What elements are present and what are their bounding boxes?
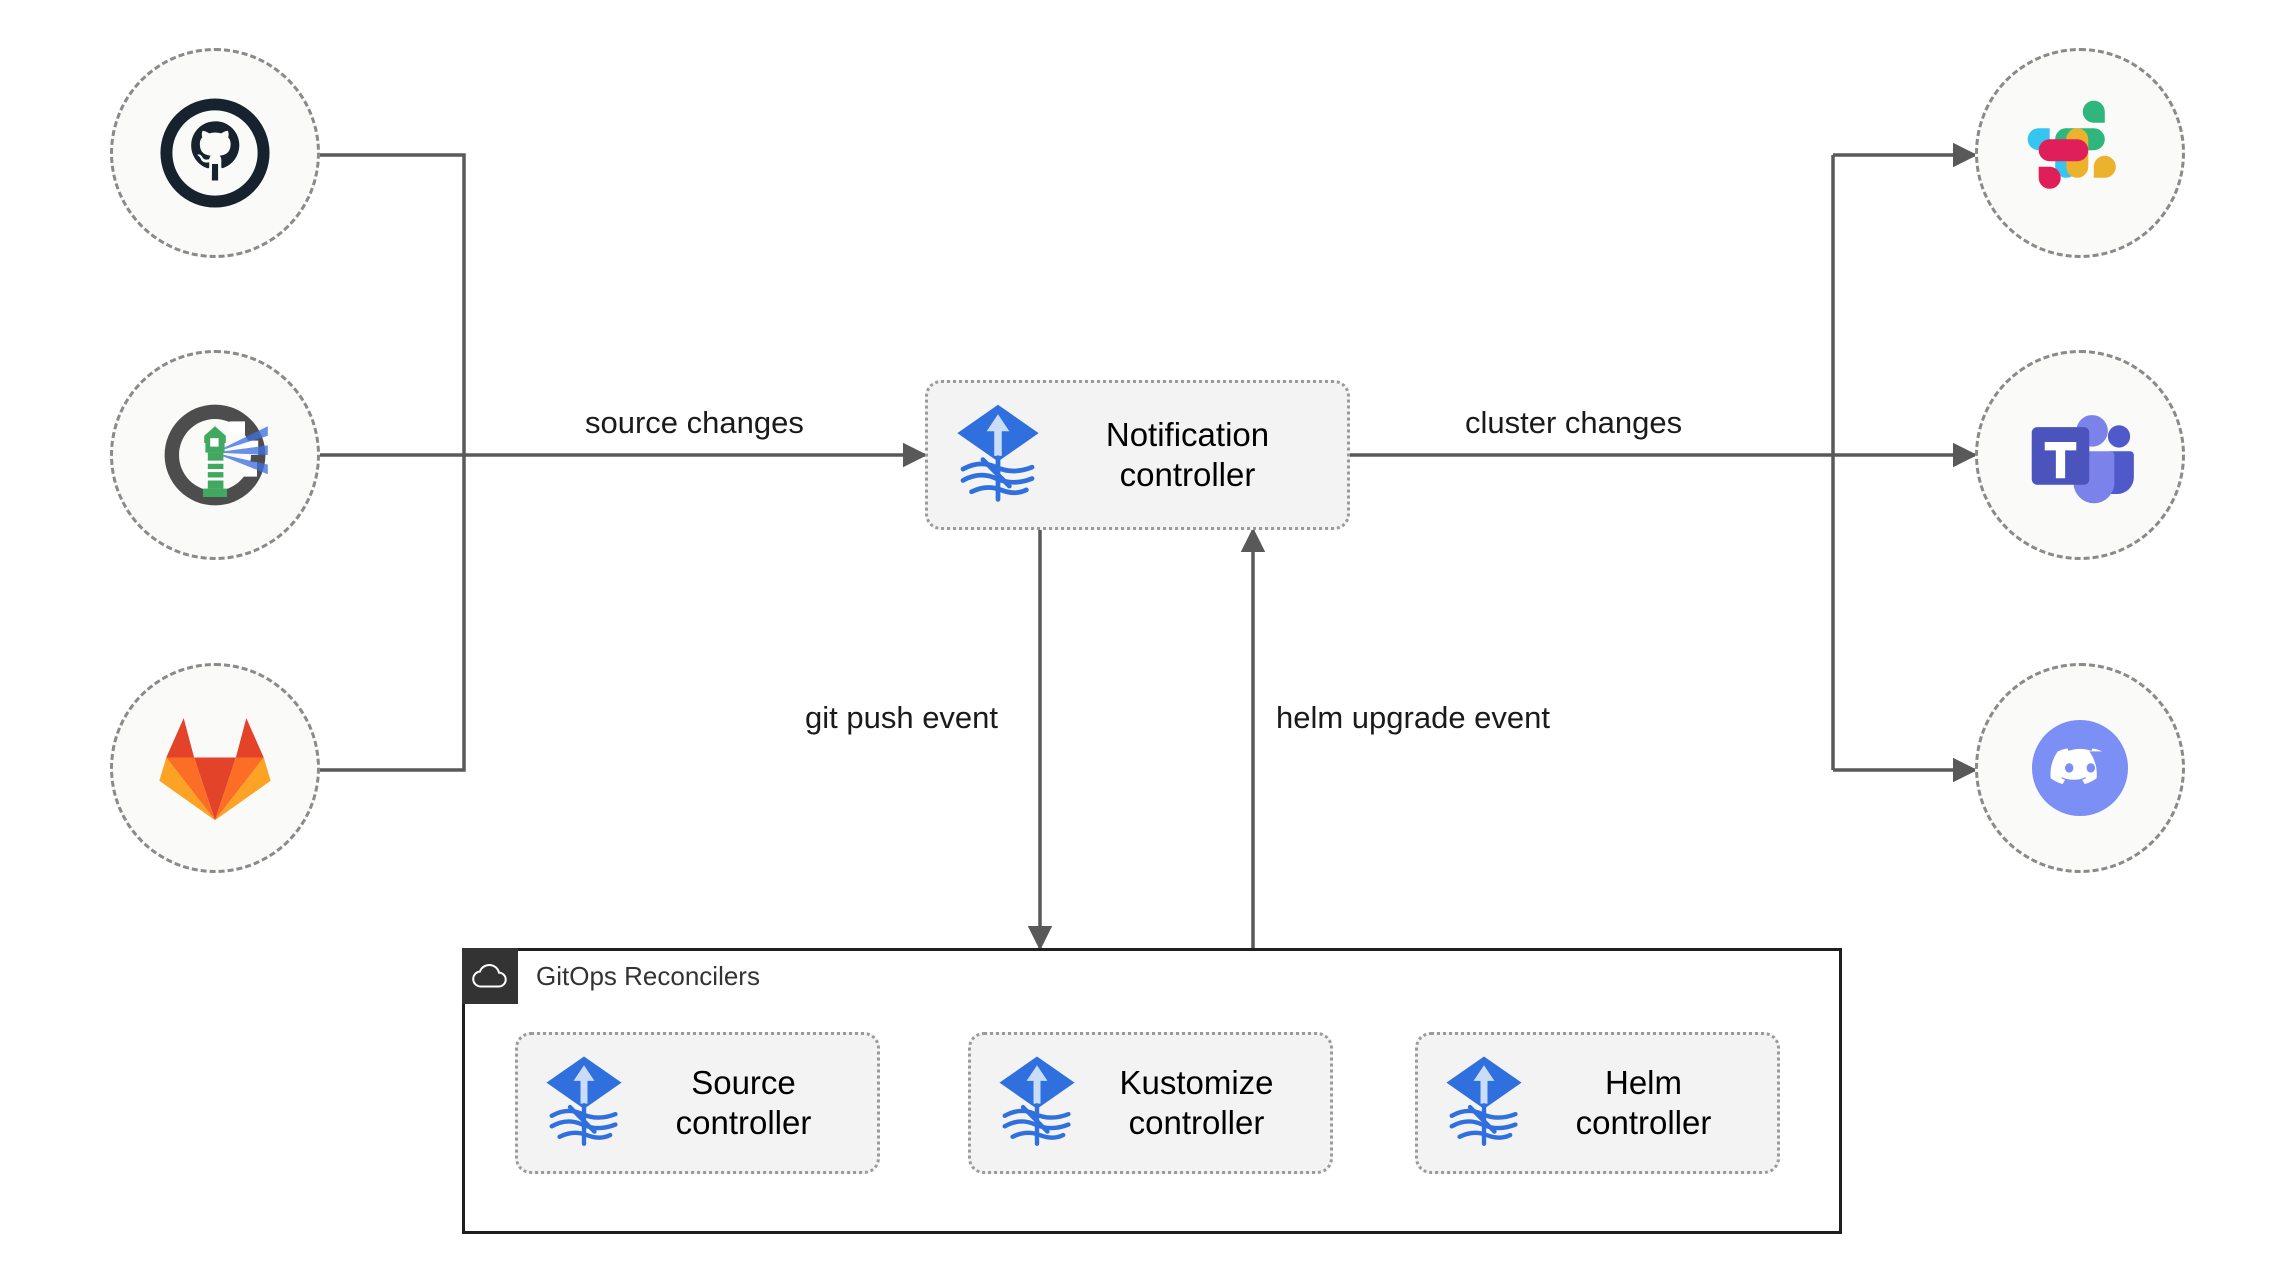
source-node-flux-lighthouse[interactable] bbox=[110, 350, 320, 560]
flux-icon bbox=[950, 401, 1046, 510]
gitops-reconcilers-title: GitOps Reconcilers bbox=[536, 960, 760, 991]
source-controller-label: Source controller bbox=[675, 1063, 812, 1141]
flux-lighthouse-icon bbox=[164, 404, 268, 506]
notification-controller-label: Notification controller bbox=[1105, 415, 1270, 493]
destination-node-slack[interactable] bbox=[1975, 48, 2185, 258]
wire-gitlab-to-bus bbox=[320, 455, 466, 772]
kustomize-controller-label: Kustomize controller bbox=[1119, 1063, 1274, 1141]
kustomize-controller-box[interactable]: Kustomize controller bbox=[968, 1032, 1333, 1174]
flux-icon bbox=[540, 1053, 628, 1154]
source-node-github[interactable] bbox=[110, 48, 320, 258]
edge-label-git-push-event: git push event bbox=[795, 700, 1009, 736]
notification-controller-box[interactable]: Notification controller bbox=[925, 380, 1350, 530]
source-controller-box[interactable]: Source controller bbox=[515, 1032, 880, 1174]
helm-controller-box[interactable]: Helm controller bbox=[1415, 1032, 1780, 1174]
helm-controller-label: Helm controller bbox=[1575, 1063, 1712, 1141]
destination-node-discord[interactable] bbox=[1975, 663, 2185, 873]
discord-icon bbox=[2032, 720, 2128, 816]
source-node-gitlab[interactable] bbox=[110, 663, 320, 873]
gitlab-icon bbox=[159, 718, 271, 821]
edge-label-cluster-changes: cluster changes bbox=[1455, 405, 1693, 441]
edge-label-source-changes: source changes bbox=[575, 405, 814, 441]
destination-node-teams[interactable] bbox=[1975, 350, 2185, 560]
slack-icon bbox=[2027, 100, 2116, 189]
flux-icon bbox=[1440, 1053, 1528, 1154]
wire-github-to-bus bbox=[320, 153, 466, 455]
github-icon bbox=[160, 98, 270, 208]
microsoft-teams-icon bbox=[2031, 415, 2134, 504]
gitops-reconcilers-header: GitOps Reconcilers bbox=[462, 948, 760, 1004]
edge-label-helm-upgrade-event: helm upgrade event bbox=[1266, 700, 1561, 736]
flux-icon bbox=[993, 1053, 1081, 1154]
cloud-icon bbox=[462, 948, 518, 1004]
